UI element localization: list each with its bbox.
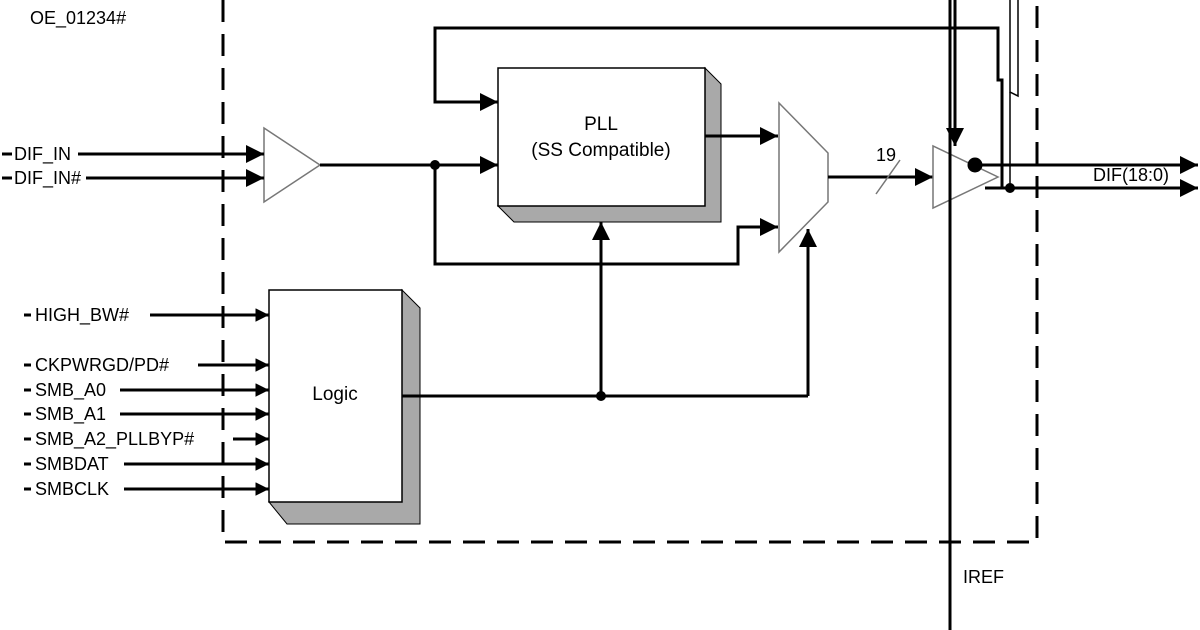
pin-smb-a0: SMB_A0	[35, 380, 106, 401]
pll-block	[497, 67, 706, 207]
logic-block	[268, 289, 403, 503]
logic-inputs: HIGH_BW# CKPWRGD/PD# SMB_A0 SMB_A1 SMB_A…	[24, 305, 269, 499]
pin-high-bw: HIGH_BW#	[35, 305, 129, 326]
iref-label: IREF	[963, 567, 1004, 587]
pin-ckpwrgd: CKPWRGD/PD#	[35, 355, 169, 375]
wire-bypass	[433, 165, 778, 266]
pin-smbdat: SMBDAT	[35, 454, 109, 474]
wire-enable	[1009, 0, 1019, 98]
logic-label: Logic	[312, 384, 357, 405]
oe-label: OE_01234#	[30, 8, 126, 29]
pin-dif-in: DIF_IN	[14, 144, 71, 165]
bus-width-label: 19	[876, 145, 896, 165]
output-label: DIF(18:0)	[1093, 165, 1169, 185]
mux	[778, 101, 829, 254]
pin-smbclk: SMBCLK	[35, 479, 109, 499]
wire-feedback	[433, 26, 1004, 188]
output-buffer	[932, 144, 1000, 210]
pin-dif-in-n: DIF_IN#	[14, 168, 81, 189]
pin-smb-a2: SMB_A2_PLLBYP#	[35, 429, 194, 450]
input-buffer	[263, 126, 322, 204]
pll-label: PLL	[584, 114, 618, 135]
pll-sublabel: (SS Compatible)	[531, 140, 670, 161]
inverter-bubble	[967, 157, 983, 173]
pin-smb-a1: SMB_A1	[35, 404, 106, 425]
bus-slash	[875, 159, 901, 195]
